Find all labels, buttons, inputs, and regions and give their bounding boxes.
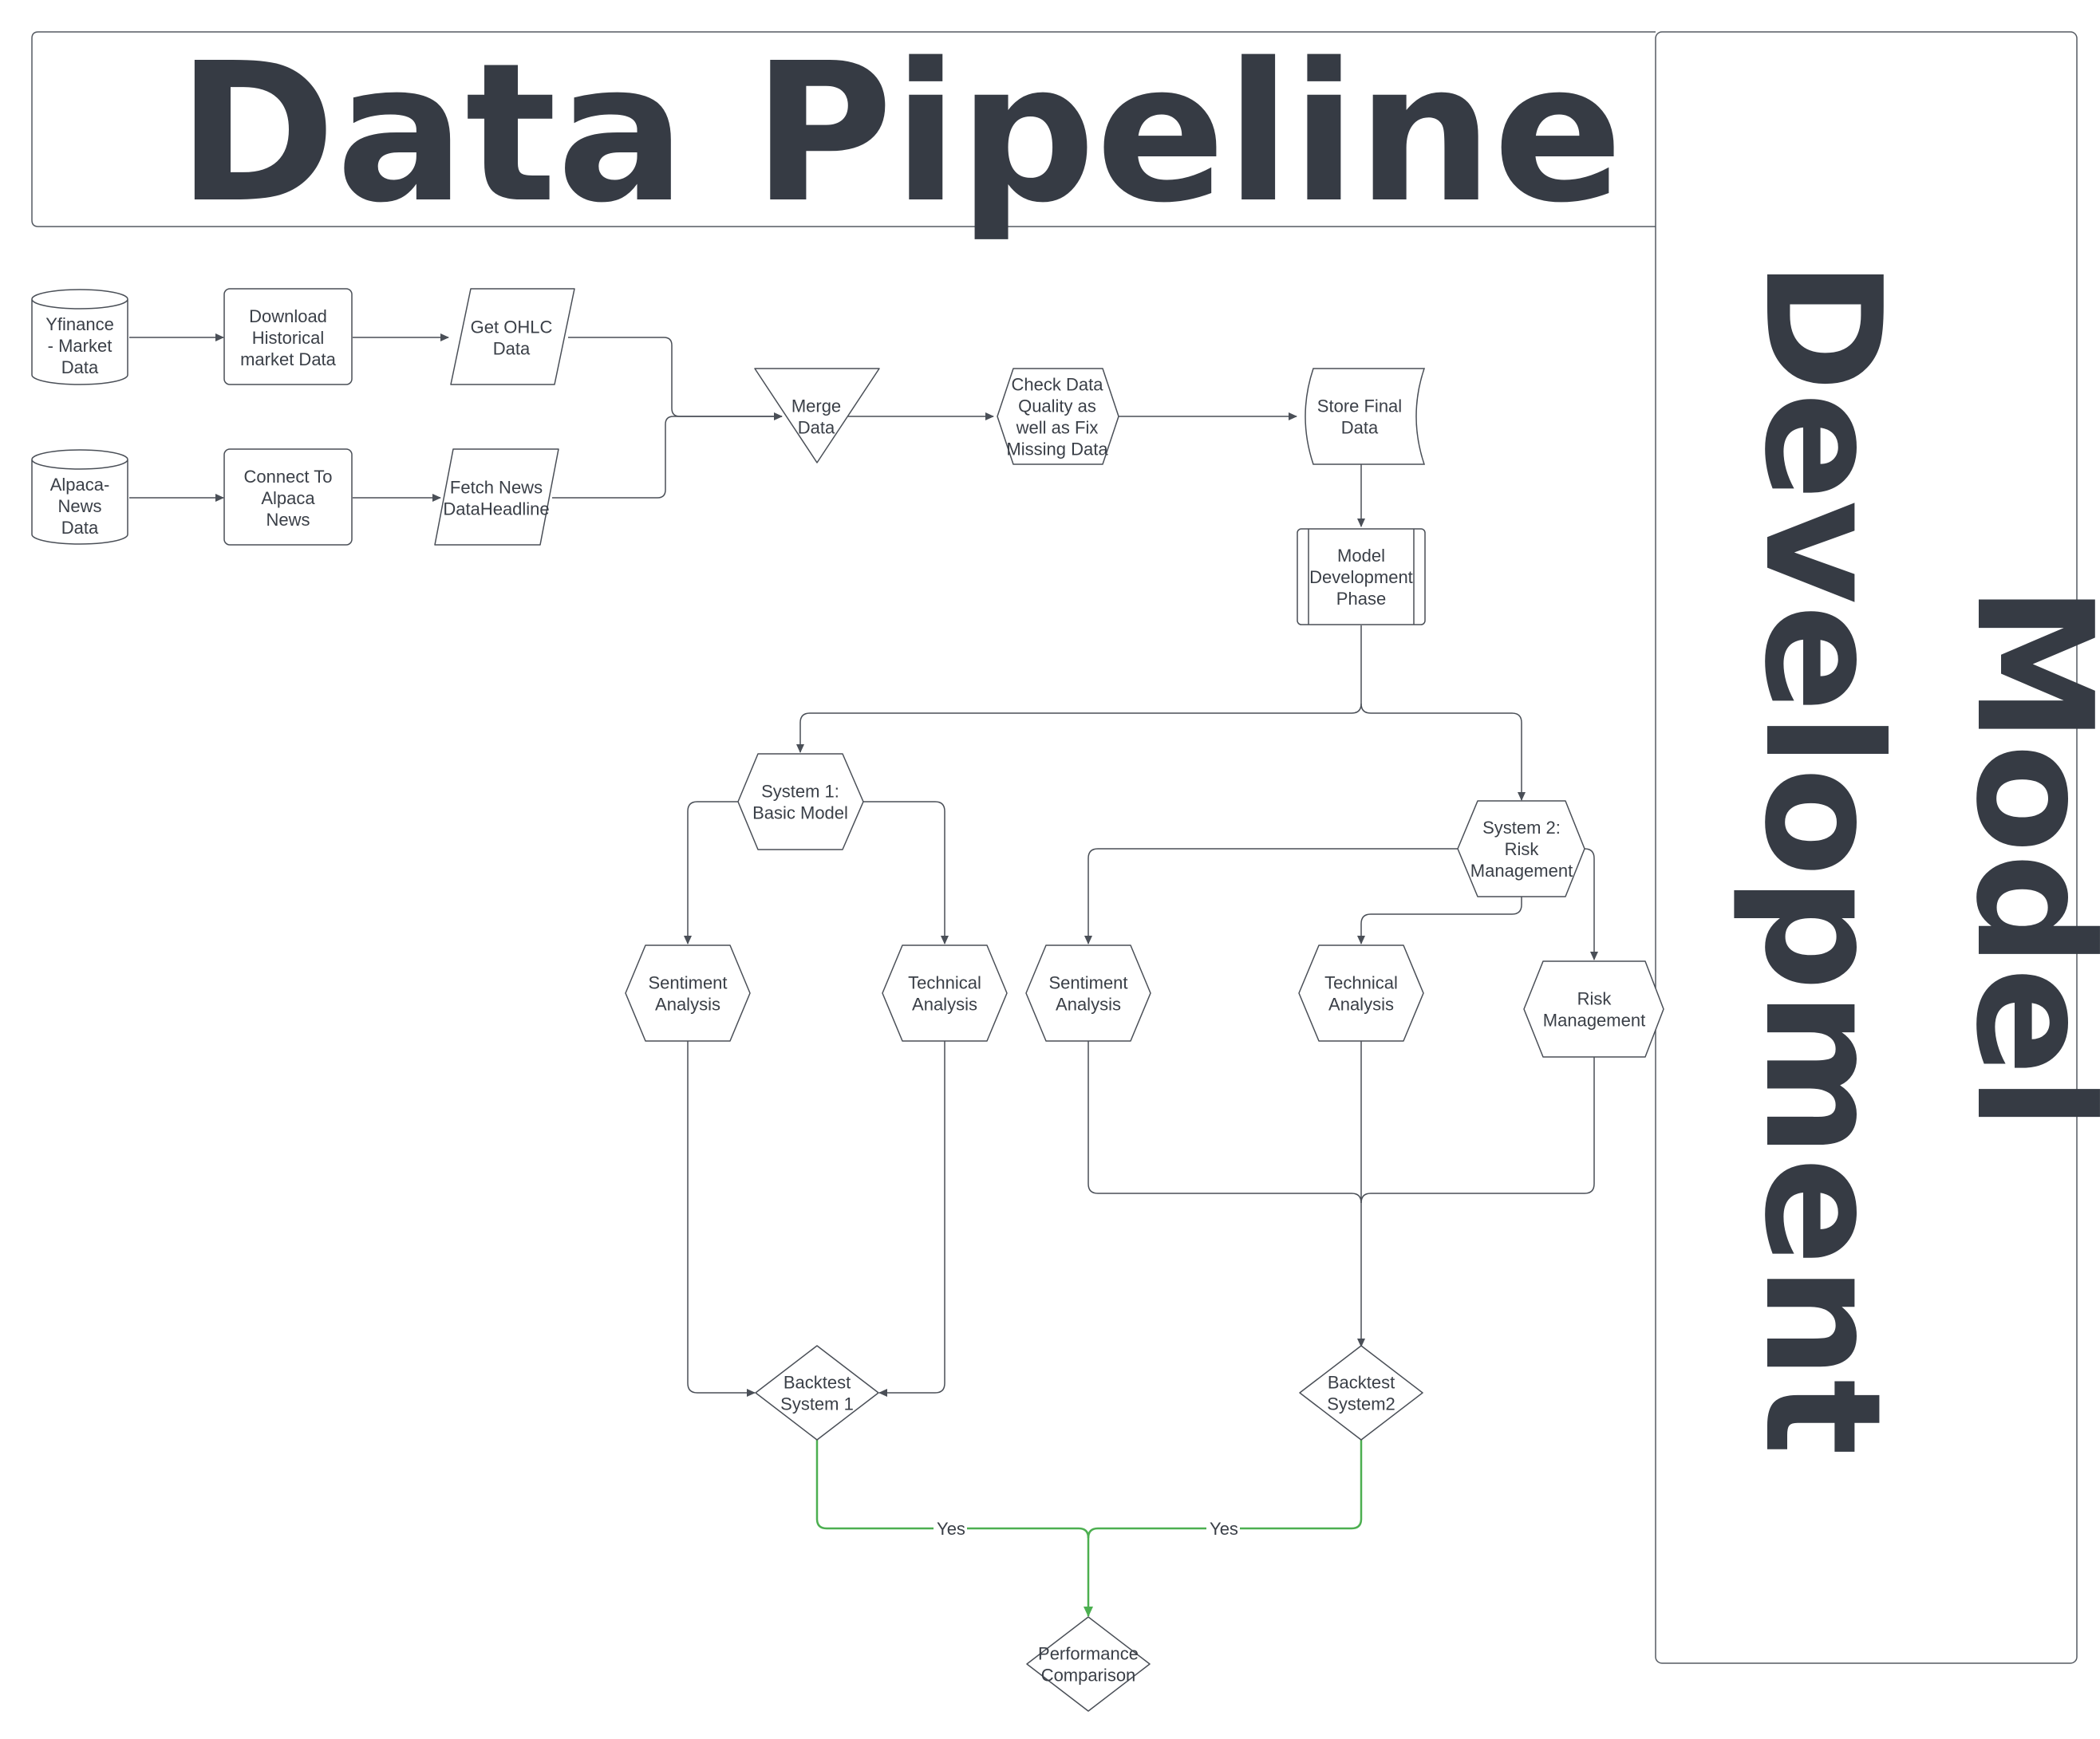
node-label-line: Analysis [1056, 995, 1121, 1015]
node-label-line: Performance [1038, 1644, 1139, 1664]
yes-label-left: Yes [934, 1519, 967, 1539]
node-label-line: - Market [48, 336, 112, 356]
node-label-line: Check Data [1012, 375, 1104, 395]
node-label-line: Alpaca [261, 488, 315, 508]
svg-text:Yes: Yes [1210, 1519, 1238, 1539]
node-label-line: Connect To [244, 467, 333, 487]
node-label-line: Sentiment [648, 973, 727, 993]
node-label-line: Risk [1505, 839, 1540, 859]
node-label-line: Analysis [912, 995, 977, 1015]
node-label-line: System 2: [1482, 818, 1561, 838]
node-label-line: News [57, 496, 101, 516]
node-label-line: Yfinance [45, 314, 114, 334]
node-label-line: Technical [1324, 973, 1398, 993]
node-label-line: Historical [252, 328, 324, 348]
data-pipeline-frame: Data Pipeline [31, 22, 1656, 245]
svg-text:Yes: Yes [937, 1519, 965, 1539]
node-label-line: Management [1470, 861, 1573, 881]
node-label-line: Analysis [1328, 995, 1394, 1015]
node-label-line: System 1 [780, 1394, 854, 1414]
node-label-line: Backtest [784, 1373, 851, 1393]
node-label-line: Merge [791, 396, 841, 416]
node-label-line: News [266, 510, 310, 530]
node-label-line: Development [1309, 567, 1413, 587]
node-label-line: Store Final [1317, 396, 1402, 416]
node-label-line: Data [61, 357, 99, 377]
node-label-line: System2 [1327, 1394, 1395, 1414]
node-label-line: Management [1543, 1011, 1645, 1031]
node-label-line: market Data [240, 349, 337, 369]
yes-label-right: Yes [1206, 1519, 1240, 1539]
node-label-line: Backtest [1328, 1373, 1395, 1393]
data-pipeline-title: Data Pipeline [177, 22, 1623, 245]
node-label-line: System 1: [761, 782, 839, 802]
node-label-line: DataHeadline [443, 499, 549, 519]
node-label-line: Data [798, 418, 835, 438]
node-label-line: Data [1341, 418, 1379, 438]
node-label-line: Quality as [1018, 396, 1096, 416]
node-label-line: Comparison [1041, 1666, 1136, 1686]
node-label-line: well as Fix [1016, 418, 1099, 438]
node-label-line: Risk [1577, 989, 1612, 1009]
node-label-line: Fetch News [450, 478, 543, 498]
node-label-line: Data [493, 339, 531, 359]
node-label-line: Alpaca- [50, 475, 110, 495]
yes-connectors [815, 1439, 1363, 1617]
node-label-line: Missing Data [1006, 440, 1108, 459]
node-label-line: Phase [1336, 589, 1386, 609]
node-label-line: Sentiment [1048, 973, 1127, 993]
model-development-frame: Model Development [1655, 31, 2100, 1664]
node-label-line: Technical [908, 973, 981, 993]
node-label-line: Data [61, 518, 99, 538]
node-label-line: Model [1337, 546, 1385, 566]
connectors [129, 333, 1598, 1397]
system1-basic-model-node[interactable]: System 1:Basic Model [737, 753, 864, 850]
node-label-line: Analysis [655, 995, 720, 1015]
model-title-line: Model [1940, 585, 2100, 1130]
node-label-line: Download [249, 306, 327, 326]
node-label-line: Basic Model [752, 803, 848, 823]
development-title-line: Development [1729, 260, 1915, 1456]
node-label-line: Get OHLC [471, 317, 553, 337]
